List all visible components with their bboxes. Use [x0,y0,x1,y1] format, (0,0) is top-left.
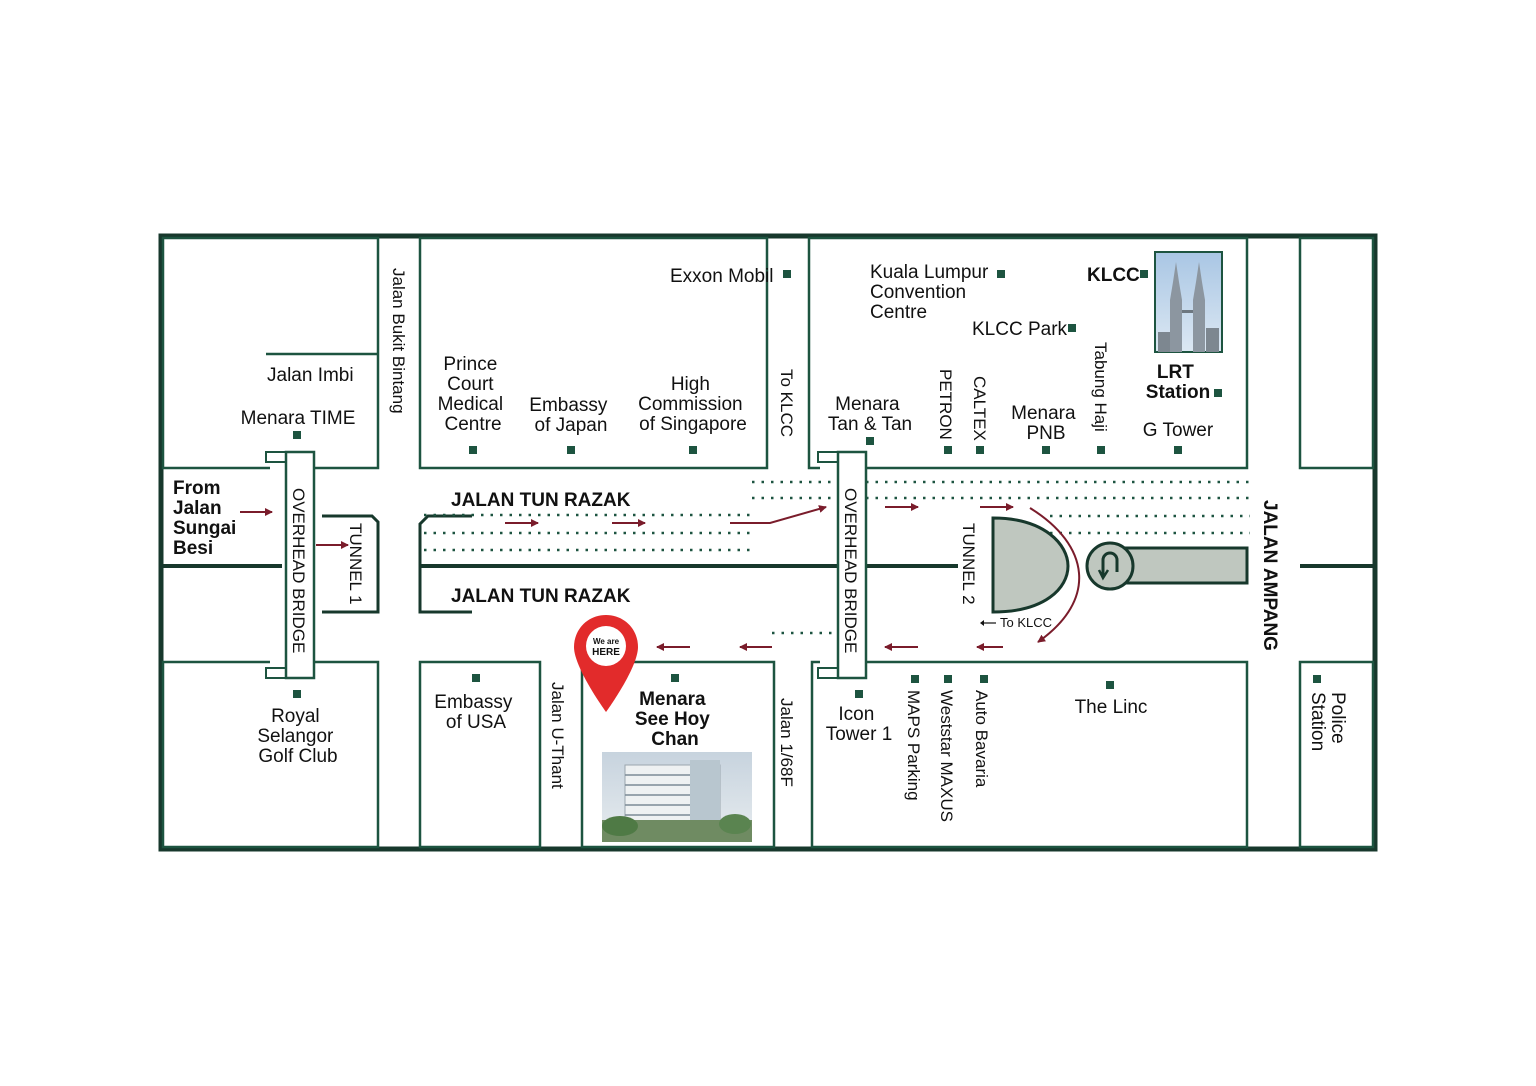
embassy-japan-label: Embassy of Japan [529,395,612,436]
caltex-label: CALTEX [970,376,989,441]
to-klcc-small-label: To KLCC [1000,615,1052,630]
tunnel-1-label: TUNNEL 1 [346,523,365,605]
u-turn-icon [1085,541,1135,591]
jalan-1-68f-label: Jalan 1/68F [777,698,796,787]
g-tower-label: G Tower [1143,420,1214,441]
traffic-arrows [240,503,1081,651]
to-klcc-small-arrow [980,620,996,626]
overhead-bridge-west [265,450,316,680]
menara-see-hoy-chan-label: Menara See Hoy Chan [635,689,715,750]
klcc-park-label: KLCC Park [972,319,1068,340]
overhead-bridge-west-label: OVERHEAD BRIDGE [289,488,308,653]
klcc-label: KLCC [1087,265,1140,286]
menara-pnb-label: Menara PNB [1011,403,1081,444]
jalan-tun-razak-north-label: JALAN TUN RAZAK [451,490,631,511]
icon-tower-label: Icon Tower 1 [826,704,893,745]
tunnel-1 [322,514,472,614]
location-pin-icon: We are HERE [574,615,638,712]
jalan-ampang-label: JALAN AMPANG [1259,500,1280,651]
maps-parking-label: MAPS Parking [904,690,923,801]
klcc-convention-label: Kuala Lumpur Convention Centre [870,262,994,323]
map-frame [158,233,1378,852]
from-sungai-besi-label: From Jalan Sungai Besi [173,478,242,559]
tunnel-2-label: TUNNEL 2 [959,523,978,605]
high-commission-label: High Commission of Singapore [638,374,748,435]
lane-markings [424,480,1250,635]
exxon-mobil-label: Exxon Mobil [670,266,774,287]
to-klcc-vertical-label: To KLCC [777,369,796,437]
jalan-tun-razak-south-label: JALAN TUN RAZAK [451,586,631,607]
prince-court-label: Prince Court Medical Centre [438,354,509,435]
royal-selangor-label: Royal Selangor Golf Club [257,706,338,767]
tunnel-2-roundabout [991,516,1070,614]
jalan-imbi-label: Jalan Imbi [267,365,354,386]
petron-label: PETRON [936,369,955,440]
menara-see-hoy-chan-picture [602,752,752,842]
embassy-usa-label: Embassy of USA [434,692,517,733]
auto-bavaria-label: Auto Bavaria [972,690,991,788]
overhead-bridge-east [817,450,868,680]
pin-text-line2: HERE [592,647,620,658]
jalan-bukit-bintang-label: Jalan Bukit Bintang [389,268,408,414]
jalan-u-thant-label: Jalan U-Thant [548,682,567,789]
the-linc-label: The Linc [1075,697,1148,718]
petronas-towers-picture [1154,251,1223,353]
weststar-label: Weststar MAXUS [937,690,956,822]
pin-text-line1: We are [593,637,620,646]
lrt-station-label: LRT Station [1146,362,1210,403]
menara-tan-label: Menara Tan & Tan [828,394,912,435]
police-station-label: Police Station [1307,692,1348,751]
tabung-haji-label: Tabung Haji [1091,342,1110,432]
city-blocks [161,236,1375,849]
landmark-markers [293,270,1321,698]
overhead-bridge-east-label: OVERHEAD BRIDGE [841,488,860,653]
menara-time-label: Menara TIME [241,408,356,429]
